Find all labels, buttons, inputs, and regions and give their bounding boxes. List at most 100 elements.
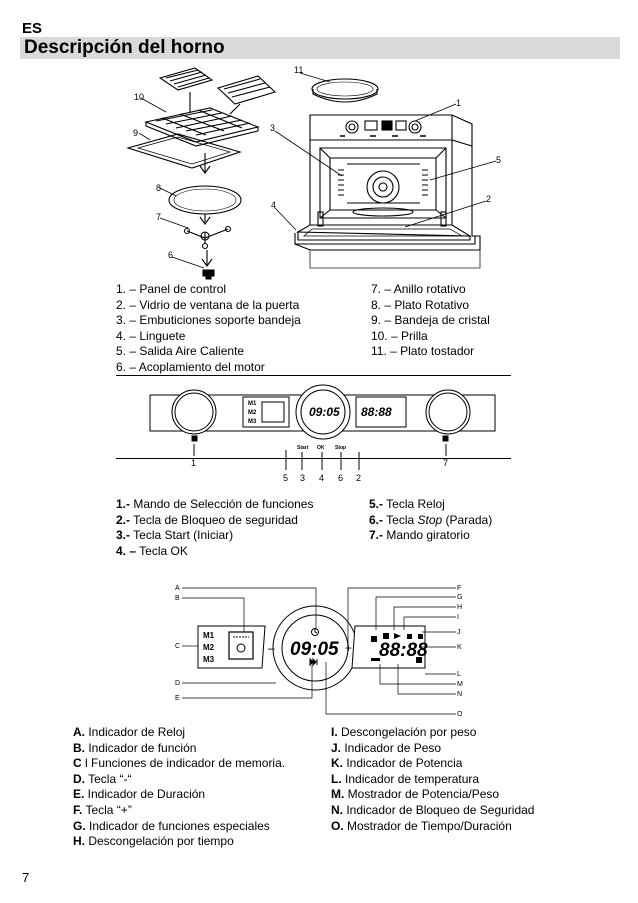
list-item: M. Mostrador de Potencia/Peso bbox=[331, 787, 500, 802]
list-item: 6.- Tecla Stop (Parada) bbox=[369, 512, 493, 527]
stop-button[interactable]: Stop bbox=[335, 445, 346, 451]
panel-time: 09:05 bbox=[309, 405, 340, 419]
list-item: B. Indicador de función bbox=[73, 740, 197, 755]
panel-callout-3: 3 bbox=[300, 473, 305, 483]
callout-4: 4 bbox=[271, 200, 276, 210]
list-item: 10. – Prilla bbox=[371, 328, 428, 343]
display-mem-3: M3 bbox=[203, 655, 215, 664]
list-item: 9. – Bandeja de cristal bbox=[371, 313, 490, 328]
callout-9: 9 bbox=[133, 128, 138, 138]
letter-a: A bbox=[175, 585, 180, 592]
mem-1: M1 bbox=[248, 401, 257, 407]
glass-tray bbox=[126, 133, 242, 169]
panel-callout-6: 6 bbox=[338, 473, 343, 483]
oven-body bbox=[294, 114, 481, 269]
controls-list-right: 5.- Tecla Reloj 6.- Tecla Stop (Parada) … bbox=[369, 497, 492, 544]
list-item: I. Descongelación por peso bbox=[331, 725, 477, 739]
letter-g: G bbox=[457, 594, 462, 601]
list-item: 11. – Plato tostador bbox=[371, 344, 475, 359]
panel-callout-2: 2 bbox=[356, 473, 361, 483]
control-panel-diagram: M1 M2 M3 09:05 88:88 Start OK Stop 1 5 3… bbox=[149, 384, 496, 483]
list-item: 2.- Tecla de Bloqueo de seguridad bbox=[116, 512, 298, 527]
callout-5: 5 bbox=[496, 155, 501, 165]
minus-key[interactable]: – bbox=[268, 641, 275, 655]
rotary-knob bbox=[425, 389, 471, 435]
list-item: 5.- Tecla Reloj bbox=[369, 497, 445, 511]
callout-11: 11 bbox=[294, 65, 303, 75]
list-item: G. Indicador de funciones especiales bbox=[73, 818, 270, 833]
page-title: Descripción del horno bbox=[24, 37, 225, 58]
list-item: 8. – Plato Rotativo bbox=[371, 297, 470, 312]
letter-f: F bbox=[457, 585, 461, 592]
display-mem-1: M1 bbox=[203, 631, 215, 640]
list-item: J. Indicador de Peso bbox=[331, 740, 442, 755]
callout-6: 6 bbox=[168, 250, 173, 260]
display-legend-right: I. Descongelación por peso J. Indicador … bbox=[331, 725, 534, 834]
callout-1: 1 bbox=[456, 98, 461, 108]
list-item: F. Tecla “+” bbox=[73, 802, 132, 817]
letter-k: K bbox=[457, 644, 462, 651]
grill-rack bbox=[144, 107, 260, 147]
list-item: N. Indicador de Bloqueo de Seguridad bbox=[331, 802, 535, 817]
controls-list-left: 1.- Mando de Selección de funciones 2.- … bbox=[116, 497, 313, 559]
start-button[interactable]: Start bbox=[297, 445, 309, 451]
list-item: E. Indicador de Duración bbox=[73, 787, 206, 802]
callout-10: 10 bbox=[134, 92, 144, 102]
lock-and-temperature-icons bbox=[371, 657, 422, 663]
list-item: 3.- Tecla Start (Iniciar) bbox=[116, 528, 234, 543]
parts-list-left: 1. – Panel de control 2. – Vidrio de ven… bbox=[116, 282, 301, 376]
list-item: A. Indicador de Reloj bbox=[73, 725, 186, 739]
display-time: 09:05 bbox=[290, 639, 339, 660]
function-knob bbox=[171, 389, 217, 435]
letter-i: I bbox=[457, 614, 459, 621]
list-item: 3. – Embuticiones soporte bandeja bbox=[116, 313, 301, 328]
panel-top-line bbox=[116, 375, 511, 376]
letter-l: L bbox=[457, 671, 461, 678]
list-item: O. Mostrador de Tiempo/Duración bbox=[331, 818, 512, 833]
callout-8: 8 bbox=[156, 183, 161, 193]
letter-j: J bbox=[457, 629, 461, 636]
panel-bottom-line bbox=[116, 458, 511, 459]
list-item: 1. – Panel de control bbox=[116, 282, 227, 296]
letter-e: E bbox=[175, 695, 180, 702]
list-item: C l Funciones de indicador de memoria. bbox=[73, 756, 286, 771]
list-item: K. Indicador de Potencia bbox=[331, 756, 463, 771]
panel-callout-1: 1 bbox=[191, 458, 196, 468]
language-code: ES bbox=[22, 20, 43, 37]
panel-callout-7: 7 bbox=[443, 458, 448, 468]
list-item: 5. – Salida Aire Caliente bbox=[116, 344, 245, 359]
letter-d: D bbox=[175, 680, 180, 687]
display-diagram: M1 M2 M3 09:05 – + 88:88 A B C D E F G H… bbox=[175, 585, 463, 718]
roller-ring bbox=[183, 225, 232, 250]
motor-coupling bbox=[202, 269, 215, 280]
list-item: 4. – Tecla OK bbox=[116, 543, 188, 558]
display-legend-left: A. Indicador de Reloj B. Indicador de fu… bbox=[73, 725, 285, 850]
callout-7: 7 bbox=[156, 212, 161, 222]
page-number: 7 bbox=[22, 870, 30, 885]
letter-m: M bbox=[457, 681, 463, 688]
mem-2: M2 bbox=[248, 410, 257, 416]
letter-h: H bbox=[457, 604, 462, 611]
oven-diagram: 10 9 8 7 6 11 1 5 2 3 4 bbox=[126, 65, 501, 280]
list-item: 6. – Acoplamiento del motor bbox=[116, 359, 265, 374]
list-item: 1.- Mando de Selección de funciones bbox=[116, 497, 314, 511]
list-item: 2. – Vidrio de ventana de la puerta bbox=[116, 297, 300, 312]
ok-button[interactable]: OK bbox=[317, 445, 325, 451]
mem-3: M3 bbox=[248, 419, 257, 425]
rotating-plate bbox=[168, 185, 242, 215]
callout-3: 3 bbox=[270, 123, 275, 133]
special-function-icons bbox=[371, 633, 423, 642]
list-item: 4. – Linguete bbox=[116, 328, 186, 343]
panel-right-display: 88:88 bbox=[361, 405, 392, 419]
display-mem-2: M2 bbox=[203, 643, 215, 652]
display-right-value: 88:88 bbox=[379, 640, 428, 661]
list-item: 7. – Anillo rotativo bbox=[371, 282, 466, 296]
list-item: H. Descongelación por tiempo bbox=[73, 834, 234, 849]
letter-n: N bbox=[457, 691, 462, 698]
parts-list-right: 7. – Anillo rotativo 8. – Plato Rotativo… bbox=[371, 282, 490, 360]
toasting-plate bbox=[311, 78, 379, 100]
plus-key[interactable]: + bbox=[345, 641, 352, 655]
grill-rack-top bbox=[158, 67, 214, 91]
list-item: 7.- Mando giratorio bbox=[369, 528, 470, 543]
title-bar bbox=[20, 37, 620, 59]
